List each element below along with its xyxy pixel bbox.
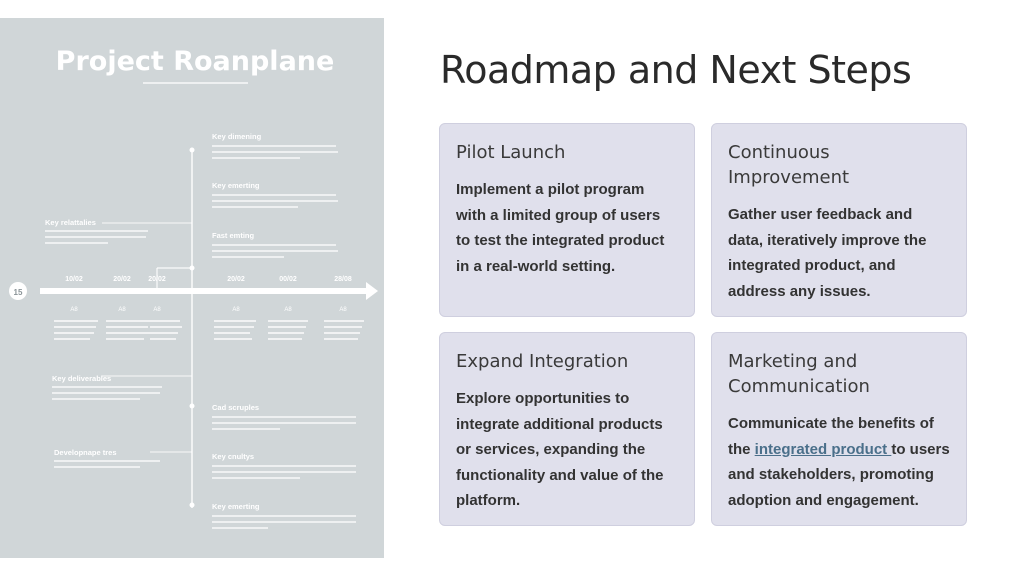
image-heading: Key cnultys xyxy=(212,452,254,461)
marker-label: A8 xyxy=(70,307,78,313)
image-heading: Fast emting xyxy=(212,231,255,240)
date-label: 28/08 xyxy=(334,276,352,283)
card-body-text: to users and stakeholders, promoting ado… xyxy=(728,440,950,509)
image-heading: Developnape tres xyxy=(54,448,117,457)
roadmap-illustration: Project Roanplane 15 10/02 20/02 20/02 2… xyxy=(9,46,378,529)
image-heading: Key emerting xyxy=(212,502,260,511)
card-body: Gather user feedback and data, iterative… xyxy=(728,206,927,300)
image-heading: Key dimening xyxy=(212,132,262,141)
integrated-product-link[interactable]: integrated product xyxy=(754,440,892,458)
card-continuous-improvement: Continuous Improvement Gather user feedb… xyxy=(711,123,967,317)
date-label: 10/02 xyxy=(65,276,83,283)
roadmap-image: Project Roanplane 15 10/02 20/02 20/02 2… xyxy=(0,18,384,558)
date-label: 20/02 xyxy=(227,276,245,283)
card-title: Continuous Improvement xyxy=(728,142,850,188)
card-expand-integration: Expand Integration Explore opportunities… xyxy=(439,332,695,526)
image-title: Project Roanplane xyxy=(56,46,335,77)
timeline-arrow-icon xyxy=(366,282,378,300)
slide-title: Roadmap and Next Steps xyxy=(440,48,912,92)
image-heading: Key relattalies xyxy=(45,218,96,227)
date-label: 20/02 xyxy=(113,276,131,283)
marker-label: A8 xyxy=(339,307,347,313)
marker-label: A8 xyxy=(153,307,161,313)
date-label: 20/02 xyxy=(148,276,166,283)
marker-label: A8 xyxy=(118,307,126,313)
marker-label: A8 xyxy=(284,307,292,313)
image-heading: Cad scruples xyxy=(212,403,259,412)
card-body: Communicate the benefits of the integrat… xyxy=(728,411,950,513)
card-body: Implement a pilot program with a limited… xyxy=(456,181,665,275)
image-heading: Key emerting xyxy=(212,181,260,190)
card-title: Pilot Launch xyxy=(456,142,566,163)
card-marketing-communication: Marketing and Communication Communicate … xyxy=(711,332,967,526)
card-title: Expand Integration xyxy=(456,351,629,372)
start-badge-label: 15 xyxy=(14,288,23,297)
date-label: 00/02 xyxy=(279,276,297,283)
card-title: Marketing and Communication xyxy=(728,351,870,397)
start-badge xyxy=(9,282,27,300)
marker-label: A8 xyxy=(232,307,240,313)
card-body-text: Communicate the benefits of the xyxy=(728,415,934,458)
card-pilot-launch: Pilot Launch Implement a pilot program w… xyxy=(439,123,695,317)
card-body: Explore opportunities to integrate addit… xyxy=(456,390,664,510)
image-heading: Key deliverables xyxy=(52,374,111,383)
